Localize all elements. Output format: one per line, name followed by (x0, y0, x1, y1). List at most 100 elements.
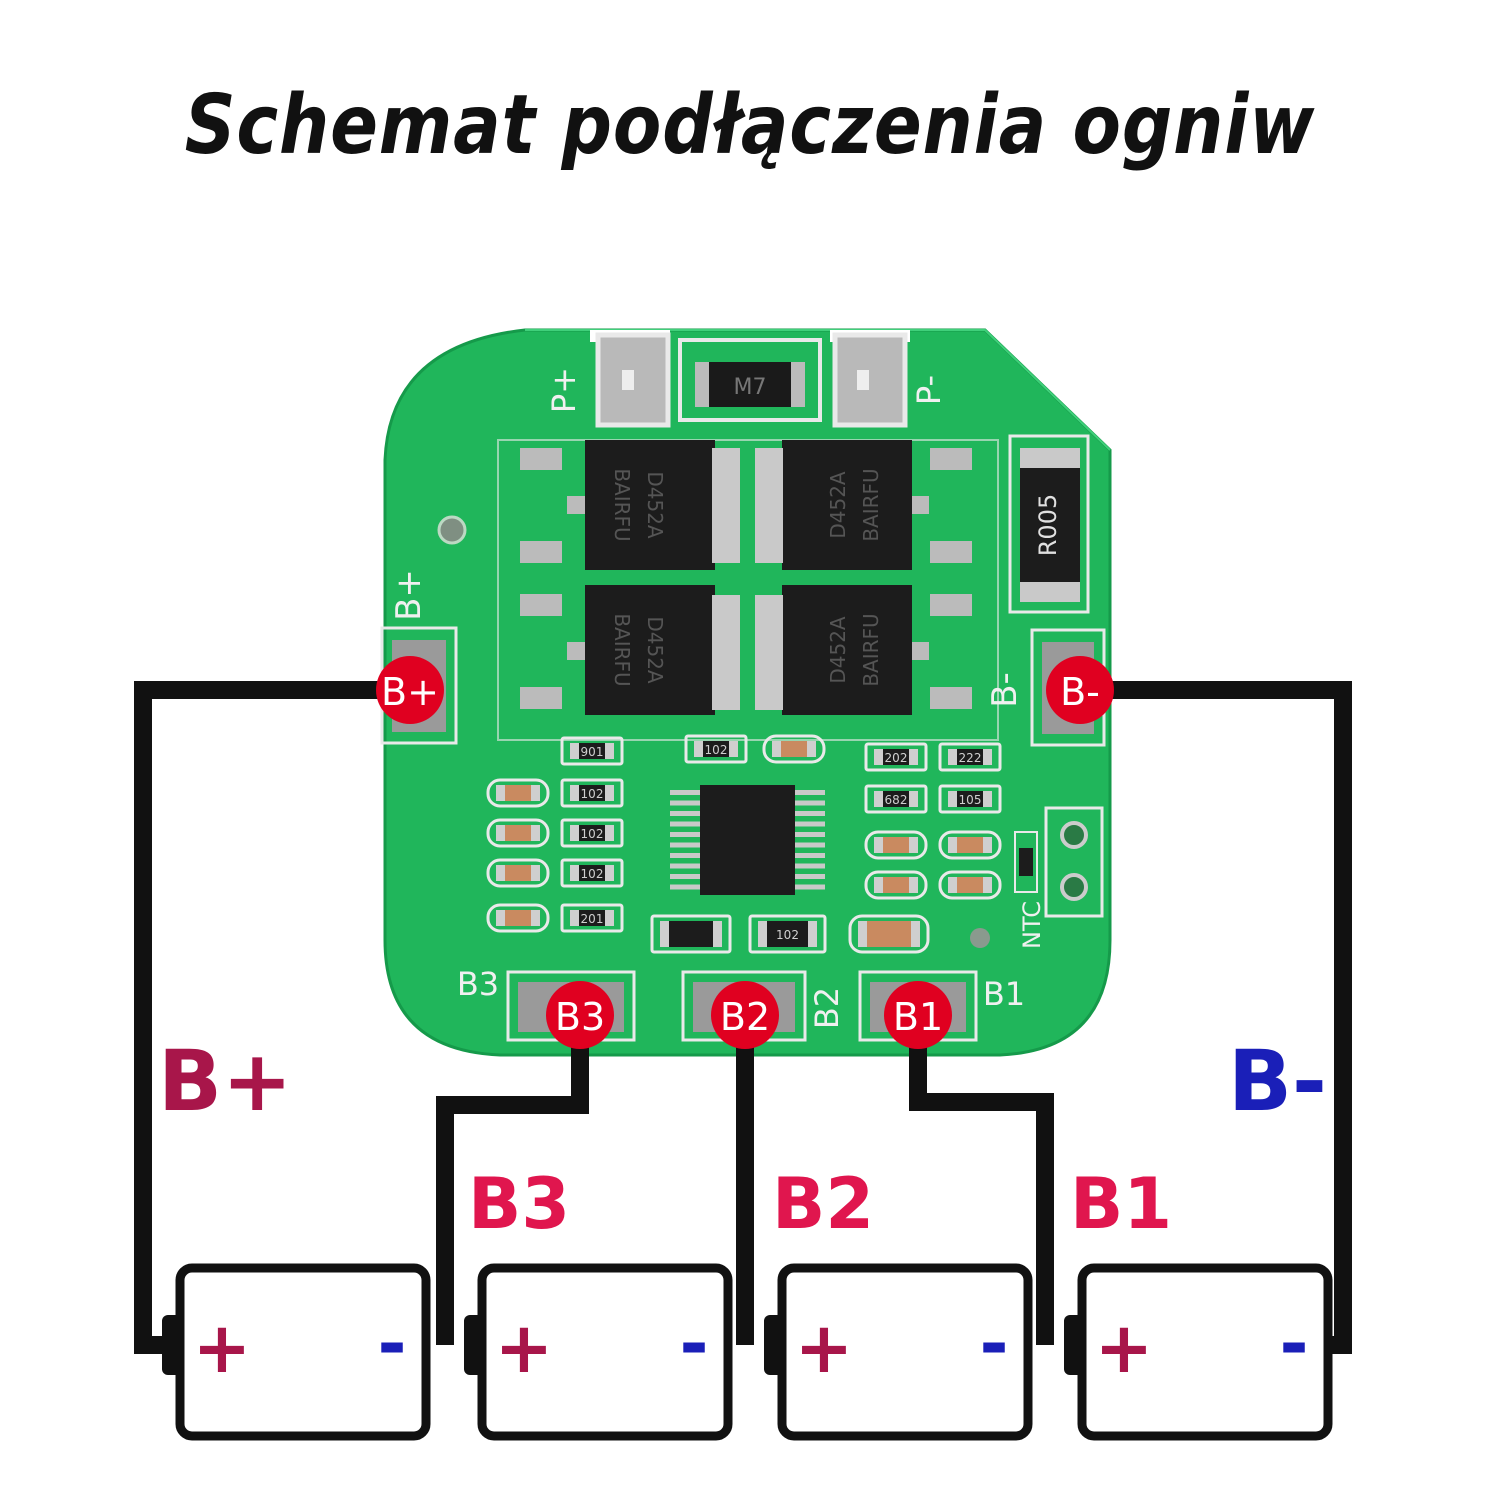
mosfet-top-left: D452A BAIRFU (520, 440, 740, 570)
marker-b-minus: B- (1046, 656, 1114, 724)
ic-pin (670, 853, 700, 858)
ic-pin (670, 863, 700, 869)
resistor-code: 102 (581, 867, 604, 881)
mounting-hole (437, 515, 467, 545)
battery-cell: +- (464, 1263, 733, 1441)
resistor: 222 (938, 742, 1002, 772)
capacitor (864, 830, 928, 860)
svg-text:B2: B2 (720, 995, 770, 1039)
mosfet-brand-label: BAIRFU (859, 468, 883, 541)
silk-p-plus: P+ (545, 367, 583, 413)
shunt-resistor: R005 (1008, 434, 1090, 614)
battery-cell: +- (1064, 1263, 1333, 1441)
protection-ic (670, 785, 825, 895)
silk-b2: B2 (808, 987, 846, 1029)
ic-pin (795, 800, 825, 806)
resistor-code: 102 (705, 743, 728, 757)
ic-pin (670, 842, 700, 848)
resistor: 102 (560, 818, 624, 848)
shunt-label: R005 (1034, 494, 1062, 556)
resistor-code: 102 (581, 827, 604, 841)
resistor-code: 102 (776, 928, 799, 942)
resistor-code: 222 (959, 751, 982, 765)
svg-text:B3: B3 (555, 995, 605, 1039)
mosfet-part-label: D452A (826, 471, 850, 539)
marker-b-plus: B+ (376, 656, 444, 724)
resistor: 102 (684, 734, 748, 764)
terminal-markers: B+ B- B3 B2 B1 (376, 656, 1114, 1049)
diagram-title: Schemat podłączenia ogniw (184, 78, 1316, 173)
fuse-label: M7 (734, 375, 767, 400)
ic-pin (795, 842, 825, 848)
capacitor (762, 734, 826, 764)
label-b-plus: B+ (158, 1032, 292, 1130)
label-b3: B3 (468, 1163, 570, 1245)
ic-pin (795, 821, 825, 827)
ic-pin (795, 884, 825, 890)
passive-components: 901 102 102 102 201 102 202 222 682 105 102 (486, 734, 1002, 954)
resistor: 102 (748, 914, 827, 954)
mosfet-brand-label: BAIRFU (859, 613, 883, 686)
resistor-code: 105 (959, 793, 982, 807)
ic-pin (670, 821, 700, 827)
wire-b3 (436, 1025, 589, 1345)
resistor: 202 (864, 742, 928, 772)
ic-pin (670, 832, 700, 837)
battery-cell: +- (764, 1263, 1033, 1441)
svg-text:B1: B1 (893, 995, 943, 1039)
wire-b-plus (134, 681, 410, 1354)
battery-body (477, 1263, 733, 1441)
capacitor (864, 870, 928, 900)
ic-pin (670, 884, 700, 890)
capacitor (486, 778, 550, 808)
battery-minus-sign: - (979, 1303, 1008, 1385)
battery-plus-sign: + (795, 1307, 854, 1389)
ntc-connector (1014, 806, 1104, 918)
resistor-code: 682 (885, 793, 908, 807)
label-b1: B1 (1070, 1163, 1172, 1245)
mosfet-top-right: D452A BAIRFU (755, 440, 972, 570)
ic-pin (670, 790, 700, 795)
mosfet-part-label: D452A (826, 616, 850, 684)
resistor: 102 (560, 778, 624, 808)
resistor: 201 (560, 903, 624, 933)
marker-b3: B3 (546, 981, 614, 1049)
battery-minus-sign: - (377, 1303, 406, 1385)
svg-text:B-: B- (1060, 670, 1100, 714)
wire-b1 (909, 1025, 1054, 1345)
capacitor (486, 903, 550, 933)
bms-pcb: P+ P- M7 D452A BAIRFU (380, 328, 1112, 1057)
fuse-component: M7 (678, 338, 822, 422)
resistor-code: 202 (885, 751, 908, 765)
battery-minus-sign: - (679, 1303, 708, 1385)
capacitor (938, 830, 1002, 860)
ic-pin (670, 874, 700, 879)
ic-pin (795, 863, 825, 869)
wires (134, 681, 1352, 1354)
battery-plus-sign: + (193, 1307, 252, 1389)
battery-plus-sign: + (1095, 1307, 1154, 1389)
mounting-hole (970, 928, 990, 948)
resistor: 102 (560, 858, 624, 888)
battery-body (777, 1263, 1033, 1441)
p-plus-pad (595, 332, 671, 428)
mosfet-bottom-left: D452A BAIRFU (520, 585, 740, 715)
mosfet-brand-label: BAIRFU (610, 613, 634, 686)
resistor: 901 (560, 736, 624, 766)
capacitor (486, 818, 550, 848)
battery-minus-sign: - (1279, 1303, 1308, 1385)
battery-cell: +- (162, 1263, 431, 1441)
capacitor (938, 870, 1002, 900)
ic-pin (795, 790, 825, 795)
ic-pin (795, 811, 825, 816)
silk-b1: B1 (983, 975, 1025, 1013)
svg-text:B+: B+ (381, 670, 439, 714)
silk-b-plus: B+ (389, 569, 429, 621)
diode (650, 914, 732, 954)
battery-plus-sign: + (495, 1307, 554, 1389)
p-minus-pad (832, 332, 908, 428)
capacitor (848, 914, 930, 954)
marker-b1: B1 (884, 981, 952, 1049)
ic-pin (670, 800, 700, 806)
